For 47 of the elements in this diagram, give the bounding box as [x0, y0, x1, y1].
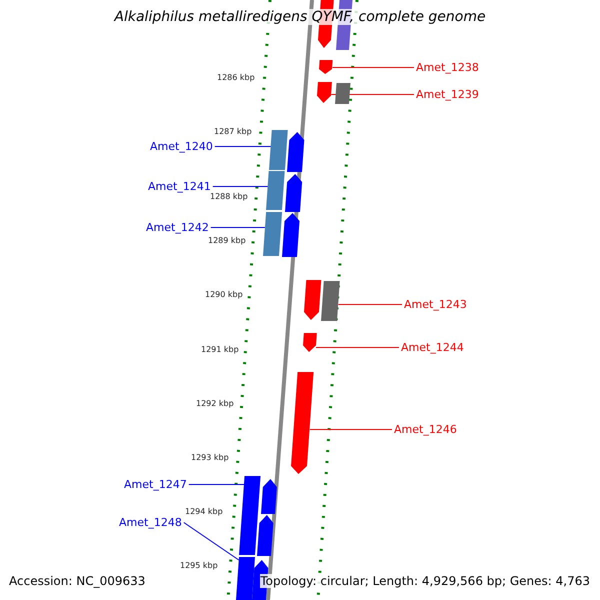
gene-label: Amet_1244 — [401, 341, 464, 354]
gene-feature — [266, 171, 285, 210]
gene-feature — [282, 213, 300, 257]
scale-label: 1293 kbp — [191, 453, 229, 462]
gene-label: Amet_1238 — [416, 61, 479, 74]
gene-label: Amet_1248 — [119, 516, 182, 529]
gene-feature — [287, 132, 304, 172]
leader-line — [183, 522, 240, 560]
scale-label: 1286 kbp — [217, 73, 255, 82]
gene-feature — [317, 82, 332, 103]
scale-label: 1291 kbp — [201, 345, 239, 354]
leader-line — [338, 304, 402, 305]
leader-line — [315, 347, 400, 348]
leader-line — [210, 227, 266, 228]
gene-feature — [236, 557, 255, 600]
gene-feature — [269, 130, 288, 170]
gene-feature — [319, 60, 333, 74]
leader-line — [214, 146, 272, 147]
leader-line — [332, 67, 414, 68]
gene-feature — [321, 281, 340, 321]
gene-feature — [303, 333, 317, 352]
gene-feature — [257, 515, 274, 556]
gene-feature — [262, 212, 282, 256]
leader-line — [309, 429, 392, 430]
gene-feature — [291, 372, 314, 474]
gene-label: Amet_1239 — [416, 88, 479, 101]
leader-line — [330, 94, 414, 95]
gene-feature — [304, 280, 321, 320]
scale-label: 1289 kbp — [208, 236, 246, 245]
scale-label: 1287 kbp — [214, 127, 252, 136]
gene-feature — [334, 83, 350, 104]
scale-label: 1290 kbp — [205, 290, 243, 299]
scale-label: 1294 kbp — [185, 507, 223, 516]
gene-label: Amet_1242 — [146, 221, 209, 234]
genome-stats: Topology: circular; Length: 4,929,566 bp; Genes: 4,763 — [260, 574, 590, 588]
gene-label: Amet_1246 — [394, 423, 457, 436]
gene-feature — [285, 174, 302, 212]
leader-line — [212, 186, 268, 187]
gene-label: Amet_1247 — [124, 478, 187, 491]
gene-label: Amet_1240 — [150, 140, 213, 153]
scale-label: 1292 kbp — [196, 399, 234, 408]
leader-line — [188, 484, 245, 485]
scale-label: 1295 kbp — [180, 561, 218, 570]
gene-label: Amet_1243 — [404, 298, 467, 311]
scale-label: 1288 kbp — [210, 192, 248, 201]
gene-label: Amet_1241 — [148, 180, 211, 193]
accession-text: Accession: NC_009633 — [9, 574, 146, 588]
